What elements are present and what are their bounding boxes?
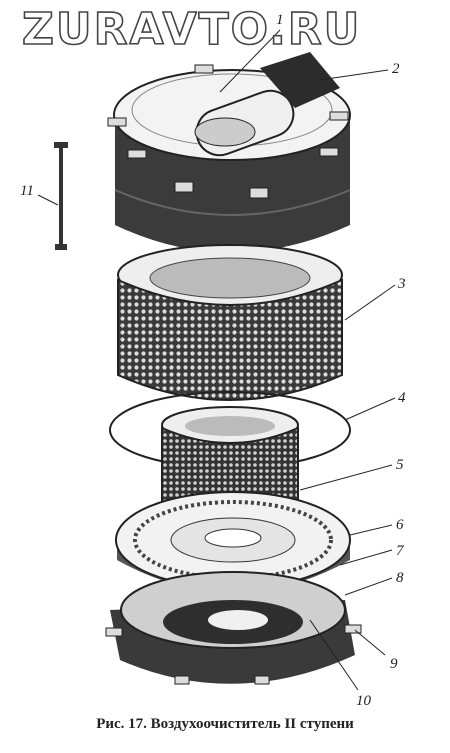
label-6: 6 xyxy=(396,517,404,533)
part-3-outer-filter xyxy=(117,244,343,401)
label-3: 3 xyxy=(397,276,406,292)
label-10: 10 xyxy=(356,693,372,709)
part-9-base xyxy=(105,571,362,685)
label-9: 9 xyxy=(390,656,398,672)
part-11-rod xyxy=(54,142,68,250)
label-7: 7 xyxy=(396,543,405,559)
label-4: 4 xyxy=(398,390,406,406)
leader-lines xyxy=(37,29,396,691)
part-6-tray xyxy=(115,491,351,593)
figure-caption: Рис. 17. Воздухоочиститель II ступени xyxy=(96,716,354,732)
part-1-cover xyxy=(107,52,351,253)
label-1: 1 xyxy=(276,12,284,28)
label-5: 5 xyxy=(396,457,404,473)
label-8: 8 xyxy=(396,570,404,586)
part-labels: 1 2 3 4 5 6 7 8 9 10 11 xyxy=(20,12,406,709)
label-2: 2 xyxy=(392,61,400,77)
watermark: ZURAVTO.RU xyxy=(21,3,362,56)
label-11: 11 xyxy=(20,183,34,199)
